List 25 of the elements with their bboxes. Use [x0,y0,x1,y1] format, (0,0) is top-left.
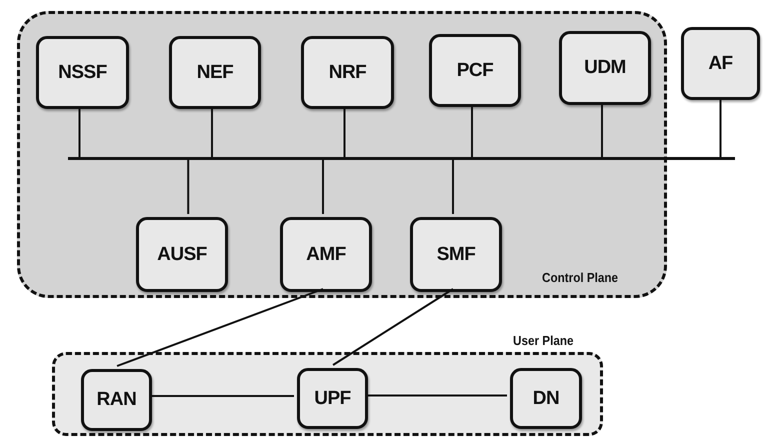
connector-line [720,100,722,157]
function-box: AF [681,27,760,100]
connector-line [211,106,213,157]
function-box: UDM [559,31,651,105]
connector-line [322,160,324,214]
connector-line [78,106,80,157]
function-box: UPF [297,368,368,429]
function-box: NEF [169,36,261,109]
connector-line [601,102,603,157]
region-label: Control Plane [542,270,618,285]
control-plane-region [17,11,667,298]
connector-line [471,104,473,157]
connector-line [187,160,190,214]
region-label: User Plane [513,333,574,348]
function-box: PCF [429,34,521,107]
connector-line [452,160,454,214]
function-box: NRF [301,36,394,109]
function-box: NSSF [36,36,129,109]
bus-line [68,157,735,160]
function-box: AMF [280,217,372,292]
function-box: RAN [81,369,152,431]
function-box: DN [510,368,582,429]
function-box: SMF [410,217,502,292]
connector-line [344,106,346,157]
function-box: AUSF [136,217,228,292]
